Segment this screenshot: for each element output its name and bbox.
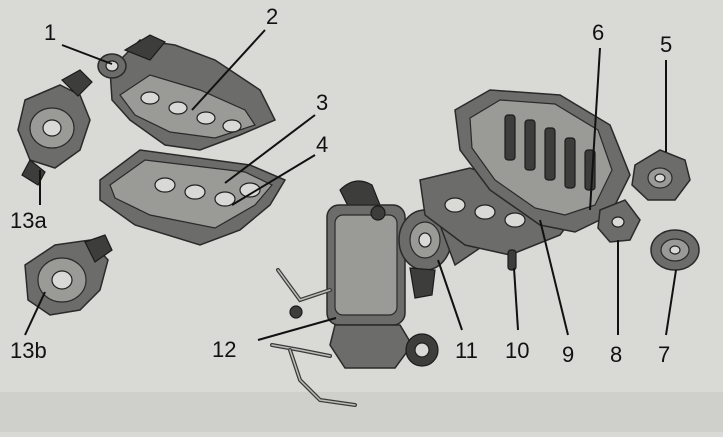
leader-3 — [224, 114, 316, 184]
callout-8: 8 — [610, 342, 622, 367]
leader-6 — [589, 47, 601, 211]
callout-4: 4 — [316, 132, 328, 157]
callout-9: 9 — [562, 342, 574, 367]
part-bracket — [597, 199, 641, 243]
callout-11: 11 — [455, 338, 478, 363]
part-vacuum-pump — [650, 229, 700, 271]
part-sensor-pipes — [270, 268, 357, 407]
leader-4 — [231, 154, 316, 206]
leader-1 — [61, 44, 113, 65]
callout-10: 10 — [505, 338, 529, 363]
callout-labels: 1 2 3 4 5 6 7 8 9 10 11 12 13a 13b — [10, 4, 672, 367]
leader-10 — [513, 267, 519, 331]
part-turbo-13b — [24, 234, 113, 316]
part-particulate-filter — [326, 180, 439, 369]
leader-7 — [665, 269, 677, 336]
leader-2 — [191, 29, 266, 111]
leader-12 — [257, 317, 337, 341]
part-turbo-13a — [17, 69, 93, 186]
callout-7: 7 — [658, 342, 670, 367]
leader-9 — [539, 219, 569, 336]
paper-bottom-band — [0, 392, 723, 432]
part-intake-manifold — [109, 34, 277, 151]
part-exhaust-manifold — [419, 167, 576, 271]
callout-12: 12 — [212, 337, 236, 362]
callout-13a: 13a — [10, 208, 47, 233]
part-inlet-housing — [97, 53, 127, 79]
callout-6: 6 — [592, 20, 604, 45]
part-thermostat-housing — [631, 149, 691, 201]
callout-2: 2 — [266, 4, 278, 29]
callout-1: 1 — [44, 20, 56, 45]
leader-lines — [24, 29, 677, 341]
leader-11 — [437, 259, 463, 331]
callout-5: 5 — [660, 32, 672, 57]
leader-13b — [24, 291, 46, 336]
callout-13b: 13b — [10, 338, 47, 363]
callout-3: 3 — [316, 90, 328, 115]
